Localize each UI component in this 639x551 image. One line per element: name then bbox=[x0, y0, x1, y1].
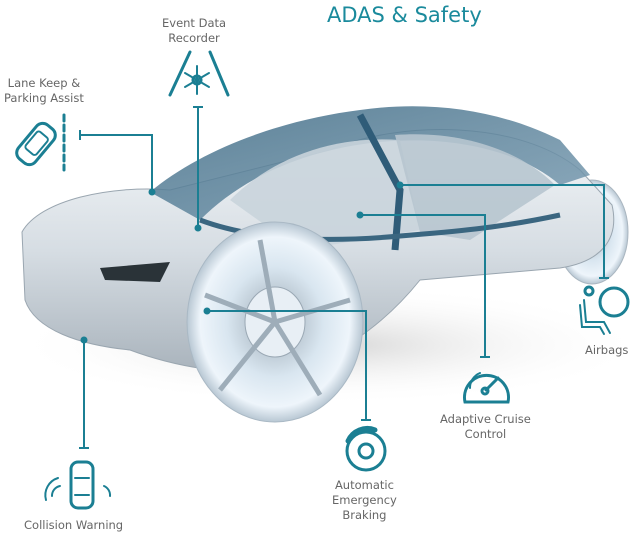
label-line: Control bbox=[464, 427, 507, 441]
label-line: Event Data bbox=[162, 16, 227, 30]
brake-disc-icon bbox=[345, 426, 387, 472]
collision-warning-label: Collision Warning bbox=[24, 518, 123, 533]
page-title: ADAS & Safety bbox=[327, 3, 482, 27]
event-data-recorder-label: Event Data Recorder bbox=[162, 16, 226, 46]
airbags-label: Airbags bbox=[585, 343, 628, 358]
car-sensor-icon bbox=[44, 460, 112, 510]
car-lane-icon bbox=[15, 113, 66, 172]
aeb-label: Automatic Emergency Braking bbox=[332, 478, 397, 523]
label-line: Lane Keep & bbox=[7, 76, 81, 90]
adaptive-cruise-label: Adaptive Cruise Control bbox=[440, 412, 531, 442]
seated-person-airbag-icon bbox=[579, 285, 630, 335]
label-line: Emergency bbox=[332, 493, 397, 507]
connector-lines bbox=[79, 106, 609, 449]
lane-keep-label: Lane Keep & Parking Assist bbox=[4, 76, 84, 106]
label-line: Braking bbox=[342, 508, 387, 522]
label-line: Airbags bbox=[585, 343, 629, 357]
label-line: Recorder bbox=[168, 31, 220, 45]
road-snowflake-icon bbox=[168, 50, 230, 97]
label-line: Adaptive Cruise bbox=[440, 412, 531, 426]
label-line: Automatic bbox=[334, 478, 394, 492]
label-line: Parking Assist bbox=[4, 91, 84, 105]
label-line: Collision Warning bbox=[24, 518, 124, 532]
speedometer-icon bbox=[463, 372, 510, 404]
